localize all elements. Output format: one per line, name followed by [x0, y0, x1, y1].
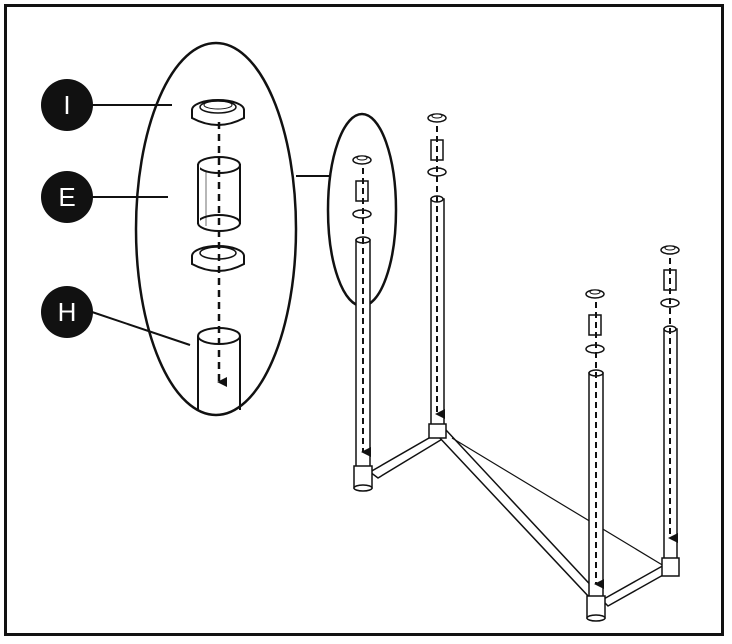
callout-badge-E [41, 171, 93, 223]
callout-label-H: H [58, 297, 77, 327]
callout-H: H [41, 286, 93, 338]
leg-front-right [585, 289, 606, 622]
leg-front-left [352, 155, 373, 492]
callout-E: E [41, 171, 93, 223]
frame-assembly [326, 112, 680, 622]
callout-badge-I [41, 79, 93, 131]
callout-label-E: E [58, 182, 75, 212]
leader-line-H [91, 311, 191, 346]
callout-label-I: I [63, 90, 70, 120]
zoom-detail [91, 41, 330, 417]
leg-back-left [427, 113, 447, 439]
callout-I: I [41, 79, 93, 131]
ring-nut-top [191, 99, 245, 126]
callout-badge-H [41, 286, 93, 338]
leg-back-right [660, 245, 680, 577]
